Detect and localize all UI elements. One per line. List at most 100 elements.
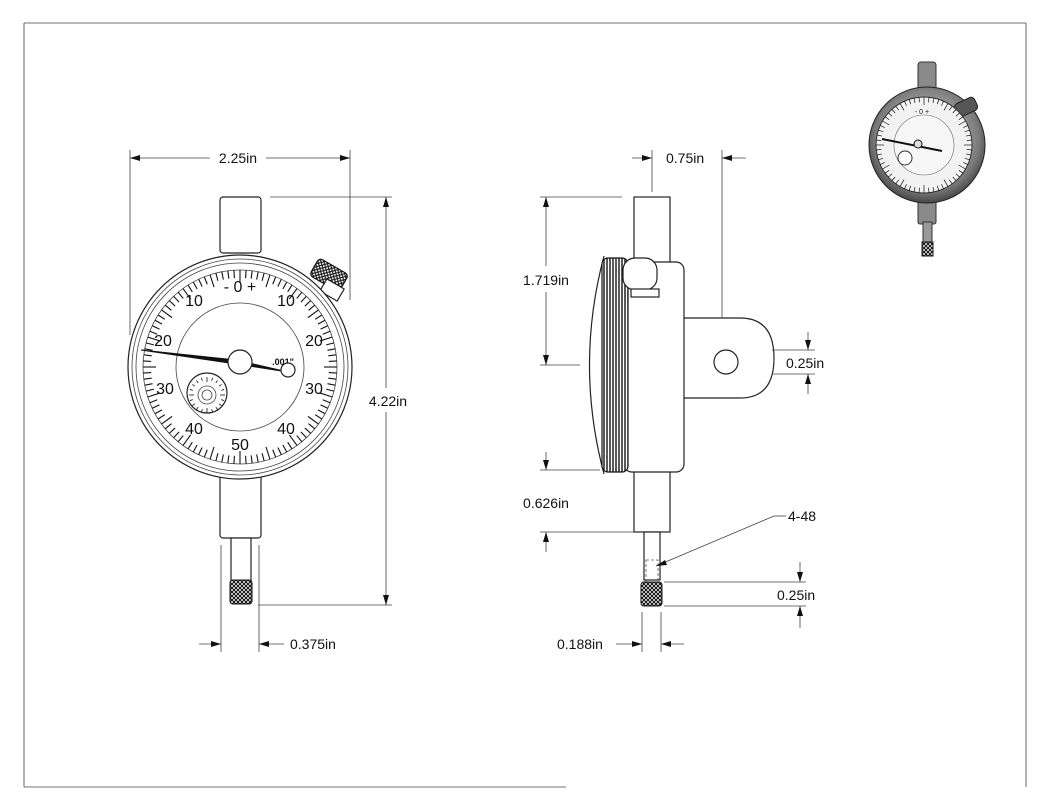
dial-tick (904, 184, 907, 189)
dial-tick (215, 380, 218, 384)
dial-tick (876, 153, 883, 156)
dial-tick (307, 415, 319, 425)
dial-tick (918, 187, 920, 193)
dial-label-50: 50 (231, 437, 249, 454)
dim-thread: 4-48 (788, 508, 816, 524)
dial-tick (277, 278, 282, 287)
side-view (588, 196, 775, 607)
dial-tick (296, 435, 303, 443)
dial-label-40-left: 40 (185, 421, 203, 438)
dial-tick (895, 105, 900, 111)
dial-label-20-left: 20 (154, 333, 172, 350)
dial-tick (211, 409, 213, 413)
dial-tick (965, 134, 972, 137)
dial-tick (288, 288, 298, 300)
dial-tick (173, 295, 180, 303)
dial-tick (143, 360, 152, 362)
dial-tick (882, 164, 890, 170)
dial-tick (149, 399, 158, 404)
dial-tick (147, 392, 161, 398)
dial-tick (941, 184, 944, 189)
dial-tick (192, 403, 196, 406)
dial-tick (143, 354, 152, 357)
dial-tick (173, 431, 180, 439)
dial-tick (192, 281, 198, 290)
dial-tick (936, 185, 940, 191)
front-spindle (230, 537, 252, 583)
dial-tick (322, 330, 331, 335)
dial-tick (965, 153, 972, 156)
dial-tick (895, 179, 900, 185)
dial-inner-circle (175, 302, 305, 432)
dial-tick (154, 409, 163, 415)
dial-tick (164, 304, 172, 311)
side-bezel-knurl (601, 257, 629, 473)
dim-lug-hole: 0.25in (786, 355, 824, 371)
dial-tick (215, 453, 219, 462)
dial-tick (918, 97, 920, 103)
dial-tick (282, 444, 288, 453)
dial-tick (908, 185, 912, 191)
dial-tick (154, 319, 163, 325)
dial-tick (948, 105, 953, 111)
side-crystal (588, 255, 605, 475)
dial-tick (320, 325, 329, 330)
dim-depth: 0.75in (666, 150, 704, 166)
dial-tick (215, 272, 219, 281)
dial-tick (250, 270, 253, 279)
dim-stem-front: 0.375in (290, 636, 336, 652)
dial-tick (964, 129, 970, 133)
dial-tick (288, 434, 298, 446)
dial-tick (966, 149, 972, 151)
dial-tick (328, 360, 337, 362)
dial-tick (328, 372, 337, 374)
dial-tick (891, 109, 896, 114)
dial-tick (963, 125, 968, 128)
dial-tick (319, 336, 333, 342)
dial-tick (300, 295, 307, 303)
dim-lower-side: 0.626in (523, 495, 569, 511)
dial-tick (196, 380, 199, 384)
dial-tick (307, 309, 319, 319)
dial-tick (884, 116, 890, 121)
dial-tick (198, 278, 203, 287)
dial-tick (168, 300, 176, 307)
isometric-thumbnail: - 0 + (868, 61, 986, 257)
dial-tick (161, 415, 173, 425)
dial-tick (164, 423, 172, 430)
dial-tick (261, 272, 265, 281)
dial-tick (880, 162, 885, 165)
dial-tick (245, 270, 247, 279)
side-lug-hole (713, 349, 739, 375)
dial-tick (952, 109, 957, 114)
dial-tick (327, 348, 336, 351)
dial-tick (161, 309, 173, 319)
dial-tick (899, 179, 905, 187)
dial-tick (265, 274, 271, 288)
dial-tick (308, 423, 316, 430)
dial-tick (928, 187, 930, 193)
thumb-zero: - 0 + (915, 109, 929, 116)
dial-tick (328, 354, 337, 357)
dial-tick (201, 409, 203, 413)
dial-tick (963, 162, 968, 165)
dial-tick (203, 449, 208, 458)
dial-tick (218, 384, 222, 387)
dial-tick (932, 97, 935, 104)
dial-tick (196, 406, 199, 410)
dial-tick (328, 377, 337, 380)
dial-tick (192, 384, 196, 387)
dial-tick (151, 325, 160, 330)
dial-label-30-right: 30 (305, 381, 323, 398)
dial-tick (327, 383, 336, 386)
dial-tick (182, 288, 192, 300)
dial-tick (955, 112, 960, 117)
dial-tick (955, 173, 960, 178)
dial-resolution-label: .001" (272, 357, 294, 367)
dial-tick (888, 112, 893, 117)
dial-tick (296, 291, 303, 299)
dial-tick (143, 377, 152, 380)
dial-label-40-right: 40 (277, 421, 295, 438)
dial-label-20-right: 20 (305, 333, 323, 350)
side-contact-point (640, 581, 663, 607)
